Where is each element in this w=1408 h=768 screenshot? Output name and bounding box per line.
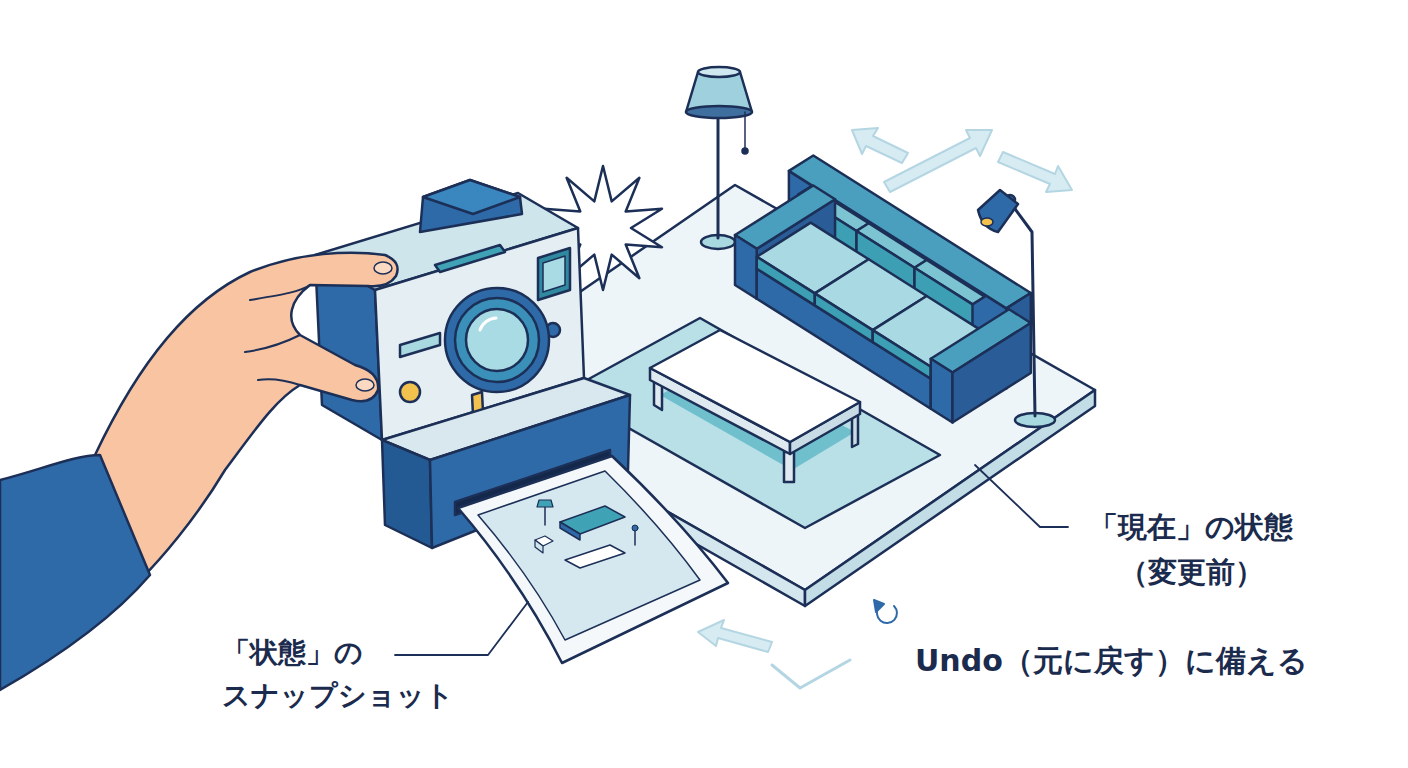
hand — [356, 379, 374, 391]
sofa — [873, 330, 931, 379]
floor-lamp — [717, 112, 720, 238]
coffee-table — [852, 415, 858, 447]
instant-photo — [634, 530, 636, 545]
sofa — [757, 257, 815, 306]
callout-label: Undo（元に戻す）に備える — [915, 638, 1308, 685]
floor-lamp — [686, 67, 752, 249]
instant-camera — [435, 245, 505, 272]
undo-icon — [874, 600, 897, 623]
instant-photo — [537, 500, 553, 507]
instant-camera — [420, 180, 522, 232]
coffee-table — [650, 330, 860, 442]
instant-photo — [458, 456, 728, 663]
instant-camera — [445, 288, 549, 392]
sleeve — [0, 455, 150, 690]
floor-lamp — [686, 106, 752, 118]
leader-line — [395, 465, 1068, 655]
move-arrows — [998, 152, 1072, 192]
desk-lamp — [978, 190, 1055, 427]
move-arrows — [698, 620, 772, 652]
instant-photo — [535, 540, 543, 553]
instant-camera — [480, 318, 496, 330]
instant-camera — [538, 248, 570, 300]
leader-line — [395, 602, 528, 655]
instant-camera — [543, 256, 565, 292]
desk-lamp — [978, 190, 1018, 232]
hand — [258, 379, 300, 385]
desk-lamp — [981, 218, 993, 226]
move-arrows — [884, 130, 992, 192]
instant-camera — [400, 333, 440, 357]
hand — [95, 253, 398, 580]
hand — [95, 253, 398, 580]
undo-icon — [874, 600, 884, 612]
hand — [374, 262, 392, 274]
desk-lamp — [1010, 202, 1035, 416]
instant-camera — [455, 298, 539, 382]
callout-label: 「状態」の スナップショット — [222, 631, 474, 718]
sofa — [931, 359, 953, 423]
move-arrows — [852, 128, 908, 163]
instant-photo — [478, 471, 700, 640]
instant-camera — [382, 440, 432, 548]
sofa — [735, 235, 757, 299]
instant-camera — [423, 180, 520, 214]
leader-line — [975, 465, 1068, 527]
instant-photo — [632, 525, 638, 531]
sleeve — [0, 455, 150, 690]
callout-label: 「現在」の状態 （変更前） — [1075, 505, 1307, 595]
illustration — [0, 67, 1095, 690]
coffee-table — [650, 330, 860, 482]
floor-lamp — [743, 149, 748, 154]
move-arrows — [698, 128, 1072, 688]
move-arrows — [772, 660, 850, 688]
instant-photo — [560, 522, 580, 540]
coffee-table — [784, 452, 794, 482]
floor-lamp — [744, 112, 746, 148]
instant-camera — [466, 309, 528, 371]
instant-photo — [458, 456, 728, 663]
floor-lamp — [698, 67, 740, 77]
hand — [245, 335, 300, 352]
sofa — [815, 293, 873, 342]
hand — [250, 285, 310, 300]
instant-camera — [400, 382, 420, 402]
sofa — [953, 323, 1031, 423]
instant-photo — [565, 545, 625, 568]
